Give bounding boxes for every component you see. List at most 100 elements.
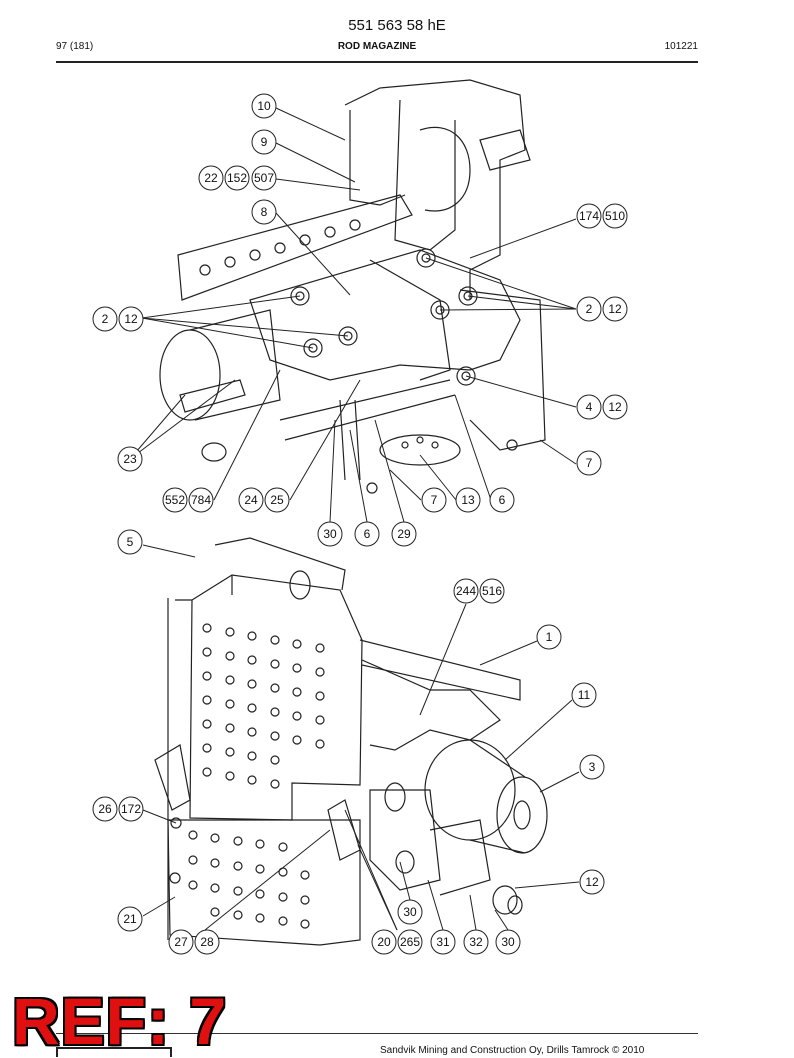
callout-30-mid: 30 <box>397 899 423 925</box>
callout-3: 3 <box>579 754 605 780</box>
callout-13: 13 <box>455 487 481 513</box>
footer-rule <box>56 1033 698 1034</box>
callout-6-right: 6 <box>489 487 515 513</box>
svg-text:20: 20 <box>377 935 391 949</box>
callout-21: 21 <box>117 906 143 932</box>
svg-text:152: 152 <box>227 171 247 185</box>
svg-text:2: 2 <box>102 312 109 326</box>
callout-1: 1 <box>536 624 562 650</box>
callout-31: 31 <box>430 929 456 955</box>
svg-text:172: 172 <box>121 802 141 816</box>
page-index: 97 (181) <box>56 41 94 52</box>
svg-text:12: 12 <box>608 302 622 316</box>
callout-11: 11 <box>571 682 597 708</box>
svg-text:26: 26 <box>98 802 112 816</box>
svg-text:11: 11 <box>578 688 591 702</box>
callout-244: 244 <box>453 578 479 604</box>
svg-text:6: 6 <box>499 493 506 507</box>
svg-text:8: 8 <box>261 205 268 219</box>
svg-text:27: 27 <box>174 935 188 949</box>
svg-text:12: 12 <box>585 875 599 889</box>
svg-text:244: 244 <box>456 584 476 598</box>
svg-text:23: 23 <box>123 452 137 466</box>
svg-text:265: 265 <box>400 935 420 949</box>
callout-8: 8 <box>251 199 277 225</box>
callout-12-bottom: 12 <box>579 869 605 895</box>
section-title: ROD MAGAZINE <box>337 41 417 52</box>
svg-text:10: 10 <box>257 99 271 113</box>
svg-text:21: 21 <box>123 912 137 926</box>
callout-7-right: 7 <box>576 450 602 476</box>
svg-text:30: 30 <box>323 527 337 541</box>
callout-32: 32 <box>463 929 489 955</box>
svg-text:3: 3 <box>589 760 596 774</box>
header-rule <box>56 61 698 63</box>
svg-text:507: 507 <box>254 171 274 185</box>
svg-text:4: 4 <box>586 400 593 414</box>
callout-265: 265 <box>397 929 423 955</box>
callout-26: 26 <box>92 796 118 822</box>
callout-9: 9 <box>251 129 277 155</box>
svg-text:13: 13 <box>461 493 475 507</box>
svg-text:12: 12 <box>608 400 622 414</box>
callouts-bottom: 5 244 516 1 11 3 26 172 12 30 21 27 28 2… <box>92 529 605 955</box>
ref-tag: REF: 7 <box>12 984 228 1058</box>
callout-30-bottom: 30 <box>495 929 521 955</box>
callout-12-left: 12 <box>118 306 144 332</box>
callout-6-bottom: 6 <box>354 521 380 547</box>
callout-20: 20 <box>371 929 397 955</box>
svg-text:1: 1 <box>546 630 553 644</box>
svg-text:510: 510 <box>605 209 625 223</box>
callout-172: 172 <box>118 796 144 822</box>
callout-10: 10 <box>251 93 277 119</box>
callout-28: 28 <box>194 929 220 955</box>
svg-text:30: 30 <box>501 935 515 949</box>
svg-text:7: 7 <box>431 493 438 507</box>
top-assembly-sketch <box>159 79 546 494</box>
svg-text:2: 2 <box>586 302 593 316</box>
callout-784: 784 <box>188 487 214 513</box>
svg-text:31: 31 <box>436 935 450 949</box>
svg-text:22: 22 <box>204 171 218 185</box>
header-row: 97 (181) ROD MAGAZINE 101221 <box>56 41 698 55</box>
callout-7-bottom: 7 <box>421 487 447 513</box>
callout-12-right: 12 <box>602 296 628 322</box>
callout-152: 152 <box>224 165 250 191</box>
callout-23: 23 <box>117 446 143 472</box>
svg-text:25: 25 <box>270 493 284 507</box>
callout-24: 24 <box>238 487 264 513</box>
svg-text:516: 516 <box>482 584 502 598</box>
callout-27: 27 <box>168 929 194 955</box>
document-number: 551 563 58 hE <box>348 17 446 34</box>
leader-lines <box>129 107 580 931</box>
svg-text:12: 12 <box>124 312 138 326</box>
callout-29: 29 <box>391 521 417 547</box>
callout-2-left: 2 <box>92 306 118 332</box>
callout-4: 4 <box>576 394 602 420</box>
svg-text:24: 24 <box>244 493 258 507</box>
bottom-assembly-sketch <box>154 537 548 946</box>
callout-5: 5 <box>117 529 143 555</box>
callout-12-mid: 12 <box>602 394 628 420</box>
svg-text:552: 552 <box>165 493 185 507</box>
svg-text:9: 9 <box>261 135 268 149</box>
footer-copyright: Sandvik Mining and Construction Oy, Dril… <box>380 1045 645 1056</box>
svg-text:784: 784 <box>191 493 211 507</box>
sandvik-logo <box>56 1047 172 1057</box>
callout-507: 507 <box>251 165 277 191</box>
callout-510: 510 <box>602 203 628 229</box>
callout-22: 22 <box>198 165 224 191</box>
svg-text:29: 29 <box>397 527 411 541</box>
callout-25: 25 <box>264 487 290 513</box>
callout-552: 552 <box>162 487 188 513</box>
svg-text:6: 6 <box>364 527 371 541</box>
document-date: 101221 <box>664 41 698 52</box>
svg-text:7: 7 <box>586 456 593 470</box>
callouts-top: 10 9 22 152 507 8 174 510 2 12 2 12 4 12… <box>92 93 628 547</box>
callout-2-right: 2 <box>576 296 602 322</box>
svg-text:28: 28 <box>200 935 214 949</box>
plate-holes <box>188 623 325 929</box>
svg-text:5: 5 <box>127 535 134 549</box>
callout-516: 516 <box>479 578 505 604</box>
